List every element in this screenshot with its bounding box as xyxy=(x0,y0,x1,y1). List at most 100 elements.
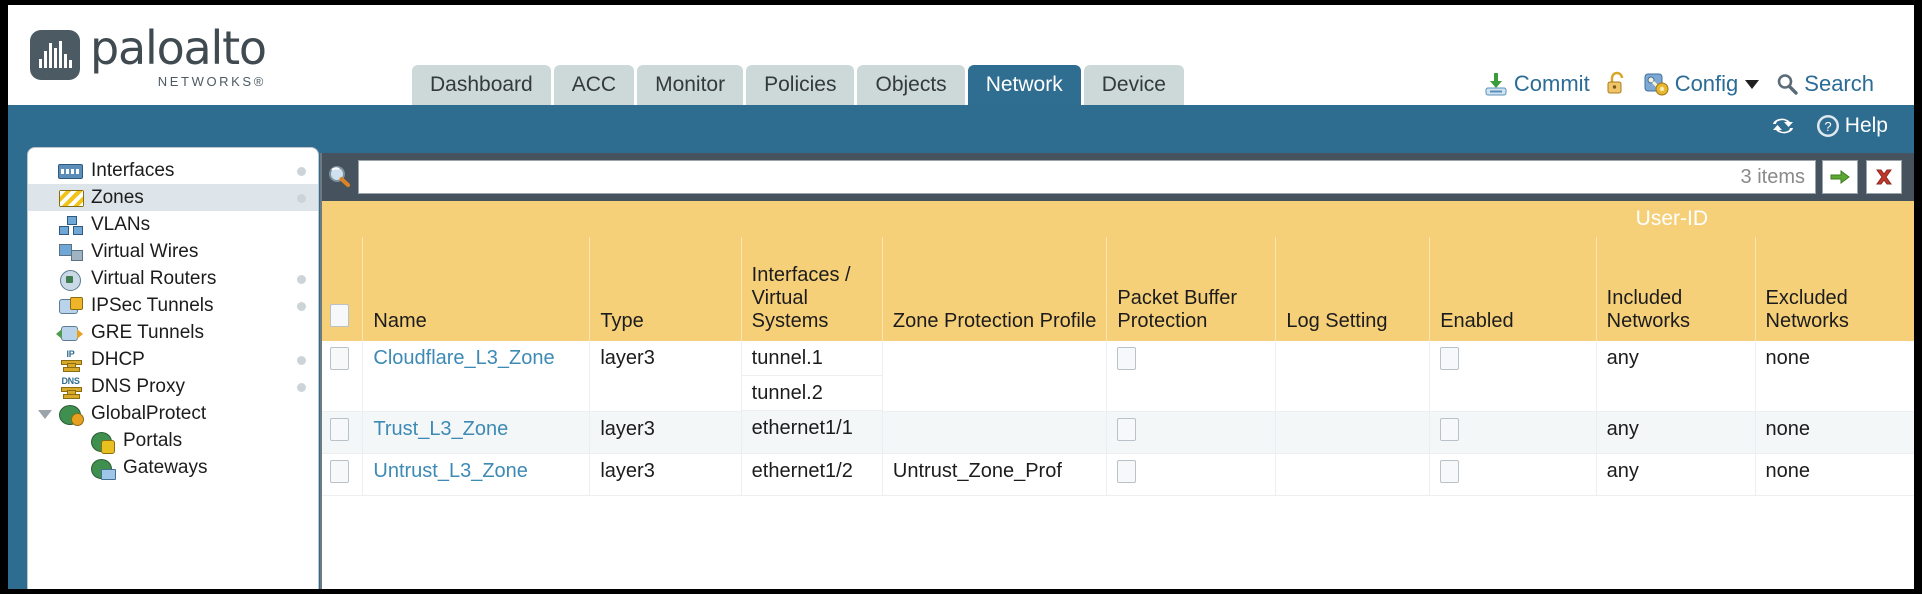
sidebar-item-ipsec-tunnels[interactable]: IPSec Tunnels xyxy=(28,292,318,319)
tab-dashboard[interactable]: Dashboard xyxy=(412,65,551,105)
column-header-type[interactable]: Type xyxy=(589,237,742,341)
packet-buffer-protection-checkbox[interactable] xyxy=(1117,347,1137,370)
column-header-zone-protection-profile[interactable]: Zone Protection Profile xyxy=(881,237,1107,341)
row-select-cell[interactable] xyxy=(320,453,363,496)
cell-excluded-networks: none xyxy=(1754,341,1914,412)
row-select-cell[interactable] xyxy=(320,411,363,454)
tab-objects[interactable]: Objects xyxy=(857,65,965,105)
column-header-name[interactable]: Name xyxy=(362,237,590,341)
column-header-interfaces[interactable]: Interfaces / Virtual Systems xyxy=(740,237,883,341)
zone-name-link[interactable]: Trust_L3_Zone xyxy=(373,417,509,440)
gateways-icon xyxy=(90,458,116,480)
tab-monitor[interactable]: Monitor xyxy=(637,65,744,105)
sidebar-item-virtual-wires[interactable]: Virtual Wires xyxy=(28,238,318,265)
packet-buffer-protection-checkbox[interactable] xyxy=(1117,459,1137,483)
cell-zone-protection-profile xyxy=(881,411,1107,454)
sidebar-item-globalprotect[interactable]: GlobalProtect xyxy=(28,400,318,427)
help-button[interactable]: ? Help xyxy=(1815,113,1888,139)
column-header-excluded-networks[interactable]: Excluded Networks xyxy=(1754,237,1914,341)
sidebar-item-gateways[interactable]: Gateways xyxy=(28,454,318,481)
help-icon: ? xyxy=(1815,113,1841,139)
chevron-down-icon[interactable] xyxy=(1745,79,1760,89)
row-select-cell[interactable] xyxy=(320,341,363,412)
sidebar-item-dns-proxy[interactable]: DNS DNS Proxy xyxy=(28,373,318,400)
column-header-included-networks[interactable]: Included Networks xyxy=(1595,237,1756,341)
cell-enabled[interactable] xyxy=(1429,453,1597,496)
sidebar-item-zones[interactable]: Zones xyxy=(28,184,318,211)
user-id-enabled-checkbox[interactable] xyxy=(1440,347,1460,370)
sidebar-item-vlans[interactable]: VLANs xyxy=(28,211,318,238)
sidebar-status-dot xyxy=(297,274,306,284)
clear-filter-button[interactable] xyxy=(1866,160,1902,194)
sidebar-item-label: Interfaces xyxy=(91,159,175,181)
refresh-button[interactable] xyxy=(1769,114,1797,138)
select-all-checkbox[interactable] xyxy=(330,304,349,327)
column-header-packet-buffer-protection[interactable]: Packet Buffer Protection xyxy=(1106,237,1276,341)
table-row[interactable]: Trust_L3_Zone layer3 ethernet1/1 any xyxy=(320,411,1914,454)
sidebar-item-dhcp[interactable]: IP DHCP xyxy=(28,346,318,373)
cell-name: Untrust_L3_Zone xyxy=(362,453,590,496)
apply-filter-button[interactable] xyxy=(1822,160,1858,194)
item-count-label: 3 items xyxy=(1740,165,1805,188)
commit-button[interactable]: Commit xyxy=(1483,71,1590,97)
cell-enabled[interactable] xyxy=(1429,411,1597,454)
cell-name: Trust_L3_Zone xyxy=(362,411,590,454)
sidebar-item-label: Virtual Routers xyxy=(91,267,217,289)
packet-buffer-protection-checkbox[interactable] xyxy=(1117,417,1137,441)
interface-entry: tunnel.1 xyxy=(741,341,882,376)
zones-table: User-ID Name Type Interfaces / Virtual S… xyxy=(320,201,1914,496)
dhcp-icon: IP xyxy=(58,349,83,372)
lock-button[interactable] xyxy=(1606,71,1628,97)
sidebar-item-portals[interactable]: Portals xyxy=(28,427,318,454)
sidebar-item-gre-tunnels[interactable]: GRE Tunnels xyxy=(28,319,318,346)
cell-type: layer3 xyxy=(589,411,742,454)
column-header-log-setting[interactable]: Log Setting xyxy=(1275,237,1430,341)
gre-tunnels-icon xyxy=(56,323,83,343)
sidebar-item-label: GlobalProtect xyxy=(91,402,207,424)
user-id-enabled-checkbox[interactable] xyxy=(1440,459,1460,483)
band-action-bar: ? Help xyxy=(1751,113,1888,139)
search-toolbar: 3 items xyxy=(320,153,1914,201)
row-checkbox[interactable] xyxy=(330,417,349,441)
config-menu[interactable]: Config xyxy=(1644,71,1760,97)
cell-log-setting xyxy=(1275,341,1430,412)
portals-icon xyxy=(90,431,115,454)
sidebar-item-virtual-routers[interactable]: Virtual Routers xyxy=(28,265,318,292)
sidebar-item-label: VLANs xyxy=(91,213,151,235)
zone-name-link[interactable]: Untrust_L3_Zone xyxy=(373,459,528,482)
search-input[interactable]: 3 items xyxy=(358,160,1816,194)
zone-name-link[interactable]: Cloudflare_L3_Zone xyxy=(373,347,555,369)
sidebar-item-label: Portals xyxy=(123,429,183,451)
sidebar-item-label: DHCP xyxy=(91,348,145,370)
app-window: paloalto NETWORKS® Dashboard ACC Monitor… xyxy=(8,5,1914,589)
tab-acc[interactable]: ACC xyxy=(553,65,635,105)
tab-device[interactable]: Device xyxy=(1083,65,1184,105)
cell-packet-buffer-protection[interactable] xyxy=(1106,411,1276,454)
select-all-header[interactable] xyxy=(320,237,363,341)
row-checkbox[interactable] xyxy=(330,459,349,483)
top-header: paloalto NETWORKS® Dashboard ACC Monitor… xyxy=(8,5,1914,105)
table-row[interactable]: Untrust_L3_Zone layer3 ethernet1/2 Untru… xyxy=(320,453,1914,496)
cell-packet-buffer-protection[interactable] xyxy=(1106,453,1276,496)
cell-log-setting xyxy=(1275,453,1430,496)
cell-packet-buffer-protection[interactable] xyxy=(1106,341,1276,412)
sidebar-item-label: GRE Tunnels xyxy=(91,321,204,343)
cell-included-networks: any xyxy=(1595,453,1756,496)
search-button[interactable]: Search xyxy=(1775,71,1874,97)
cell-log-setting xyxy=(1275,411,1430,454)
table-group-header-row: User-ID xyxy=(320,201,1914,237)
user-id-enabled-checkbox[interactable] xyxy=(1440,417,1460,441)
expand-collapse-caret-icon[interactable] xyxy=(38,409,52,419)
row-checkbox[interactable] xyxy=(330,347,349,370)
sidebar-item-label: Gateways xyxy=(123,456,208,478)
search-icon[interactable] xyxy=(320,164,358,190)
column-header-enabled[interactable]: Enabled xyxy=(1429,237,1597,341)
tab-policies[interactable]: Policies xyxy=(746,65,855,105)
cell-enabled[interactable] xyxy=(1429,341,1597,412)
sidebar-status-dot xyxy=(297,355,306,365)
tab-network[interactable]: Network xyxy=(967,65,1081,105)
sidebar-item-interfaces[interactable]: Interfaces xyxy=(28,157,318,184)
config-key-icon xyxy=(1644,71,1670,97)
brand-logo[interactable]: paloalto NETWORKS® xyxy=(30,25,267,89)
cell-zone-protection-profile: Untrust_Zone_Prof xyxy=(881,453,1107,496)
